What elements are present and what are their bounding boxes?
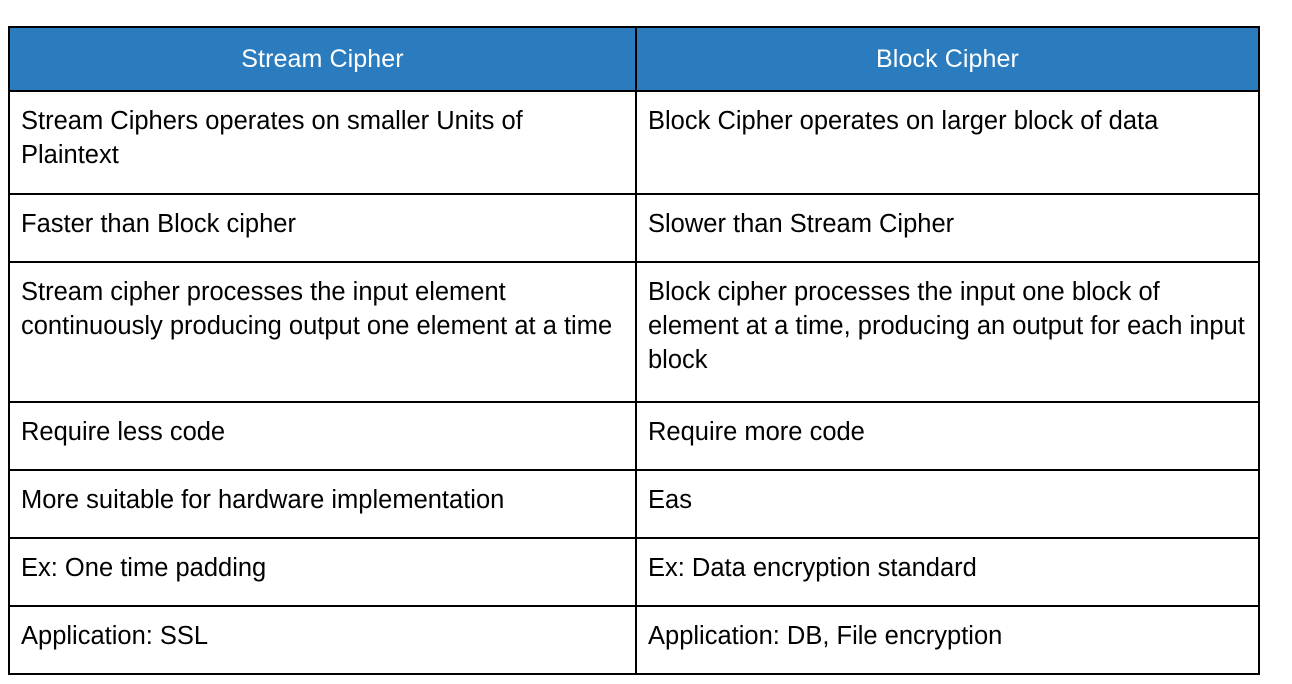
cell-text: Block cipher processes the input one blo… [648,278,1245,374]
cell-stream-cipher-7: Application: SSL [8,605,637,675]
cell-block-cipher-6: Ex: Data encryption standard [635,537,1260,607]
cell-block-cipher-7: Application: DB, File encryption [635,605,1260,675]
table-header: Stream Cipher Block Cipher [8,26,1260,92]
column-header-stream-cipher: Stream Cipher [8,26,637,92]
cell-text: More suitable for hardware implementatio… [21,486,505,514]
cell-text: Require more code [648,418,865,446]
cell-text: Faster than Block cipher [21,210,296,238]
cell-text: Application: SSL [21,622,209,650]
cell-stream-cipher-4: Require less code [8,401,637,471]
table-row: Stream cipher processes the input elemen… [8,261,1260,403]
table-header-row: Stream Cipher Block Cipher [8,26,1260,92]
cipher-comparison-table: Stream Cipher Block Cipher Stream Cipher… [8,26,1260,675]
table-row: Ex: One time padding Ex: Data encryption… [8,537,1260,607]
cell-block-cipher-1: Block Cipher operates on larger block of… [635,90,1260,195]
cell-stream-cipher-2: Faster than Block cipher [8,193,637,263]
cell-stream-cipher-1: Stream Ciphers operates on smaller Units… [8,90,637,195]
cell-text: Ex: Data encryption standard [648,554,977,582]
cell-text: Ex: One time padding [21,554,267,582]
table-body: Stream Ciphers operates on smaller Units… [8,90,1260,675]
cell-text: Stream cipher processes the input elemen… [21,278,613,340]
cell-block-cipher-3: Block cipher processes the input one blo… [635,261,1260,403]
cell-text: Stream Ciphers operates on smaller Units… [21,107,523,169]
cell-stream-cipher-5: More suitable for hardware implementatio… [8,469,637,539]
column-header-block-cipher: Block Cipher [635,26,1260,92]
cell-text: Eas [648,486,692,514]
cell-block-cipher-4: Require more code [635,401,1260,471]
cell-text: Block Cipher operates on larger block of… [648,107,1159,135]
cell-block-cipher-2: Slower than Stream Cipher [635,193,1260,263]
table-row: Faster than Block cipher Slower than Str… [8,193,1260,263]
cell-stream-cipher-6: Ex: One time padding [8,537,637,607]
column-header-block-cipher-label: Block Cipher [876,44,1019,73]
table-row: Require less code Require more code [8,401,1260,471]
cell-stream-cipher-3: Stream cipher processes the input elemen… [8,261,637,403]
table-row: Stream Ciphers operates on smaller Units… [8,90,1260,195]
cell-text: Slower than Stream Cipher [648,210,955,238]
cell-text: Require less code [21,418,226,446]
cell-block-cipher-5: Eas [635,469,1260,539]
cell-text: Application: DB, File encryption [648,622,1003,650]
table-row: Application: SSL Application: DB, File e… [8,605,1260,675]
column-header-stream-cipher-label: Stream Cipher [241,44,404,73]
table-row: More suitable for hardware implementatio… [8,469,1260,539]
